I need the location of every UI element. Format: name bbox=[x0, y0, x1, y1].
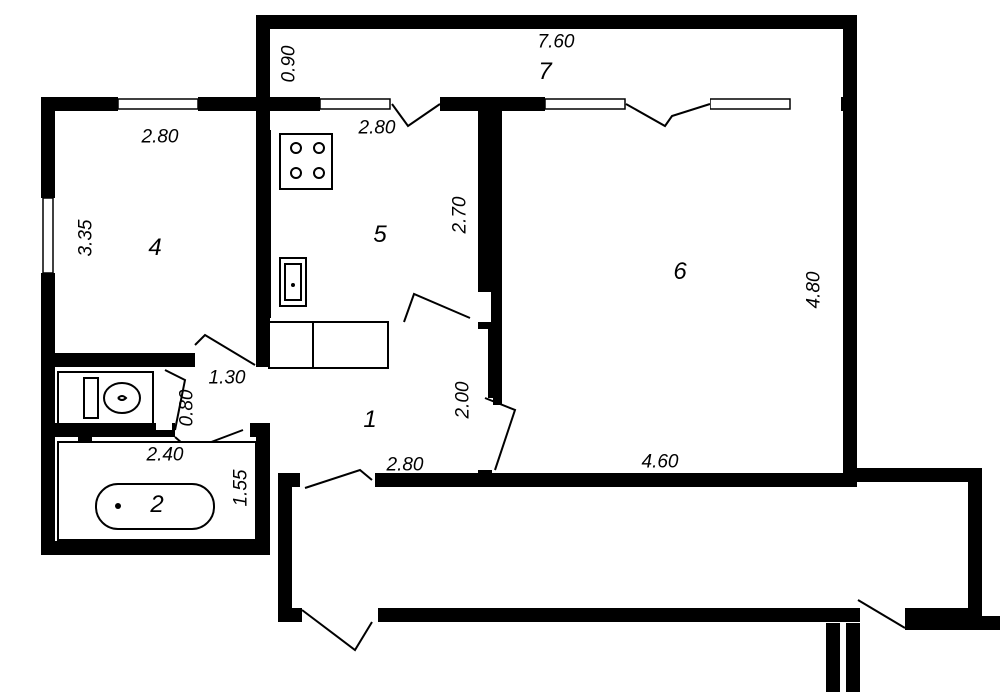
sink-icon bbox=[279, 257, 307, 307]
dim-kitchen-width: 2.80 bbox=[358, 117, 396, 139]
dim-room6-width: 4.60 bbox=[641, 451, 679, 473]
dim-hall-width-a: 1.30 bbox=[208, 367, 246, 389]
dim-bath-length: 1.55 bbox=[230, 469, 252, 507]
bathtub-icon bbox=[57, 441, 257, 541]
kitchen-partition bbox=[268, 130, 389, 369]
room-number-4: 4 bbox=[148, 234, 162, 261]
dim-bath-width: 2.40 bbox=[146, 444, 184, 466]
dim-hall-depth: 2.00 bbox=[452, 381, 474, 419]
dim-balcony-length: 7.60 bbox=[537, 31, 575, 53]
dim-room4-length: 3.35 bbox=[75, 219, 97, 257]
windows bbox=[40, 96, 791, 274]
doors bbox=[156, 96, 906, 652]
room-number-7: 7 bbox=[538, 58, 552, 85]
room-number-6: 6 bbox=[673, 258, 687, 285]
interior-walls bbox=[45, 97, 857, 547]
room-number-5: 5 bbox=[373, 221, 387, 248]
toilet-icon bbox=[57, 371, 154, 425]
dim-hall-width-b: 2.80 bbox=[386, 454, 424, 476]
stove-icon bbox=[279, 133, 333, 190]
dim-room4-width: 2.80 bbox=[141, 126, 179, 148]
dim-kitchen-length: 2.70 bbox=[449, 196, 471, 234]
dim-toilet-width: 0.80 bbox=[176, 389, 198, 427]
dim-room6-length: 4.80 bbox=[803, 271, 825, 309]
room-number-2: 2 bbox=[150, 491, 164, 518]
room-number-1: 1 bbox=[363, 406, 377, 433]
dim-balcony-depth: 0.90 bbox=[278, 45, 300, 83]
